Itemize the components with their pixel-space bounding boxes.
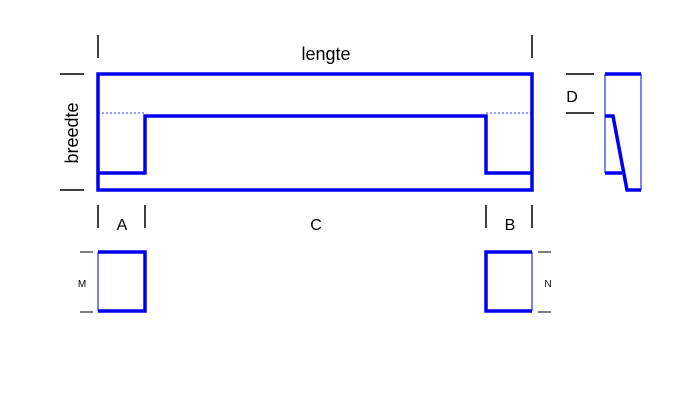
d-label: D [566,89,578,106]
m-label: M [78,279,86,290]
plan-outline [96,72,534,192]
side-view-profile [605,114,641,192]
segment-b-label: B [505,217,516,234]
segment-a-label: A [117,217,128,234]
length-label: lengte [301,44,350,64]
section-n-outline [484,250,532,313]
recess-profile [98,114,532,175]
section-m-outline [98,250,147,313]
n-label: N [544,279,551,290]
segment-c-label: C [310,217,322,234]
width-label: breedte [62,102,82,163]
